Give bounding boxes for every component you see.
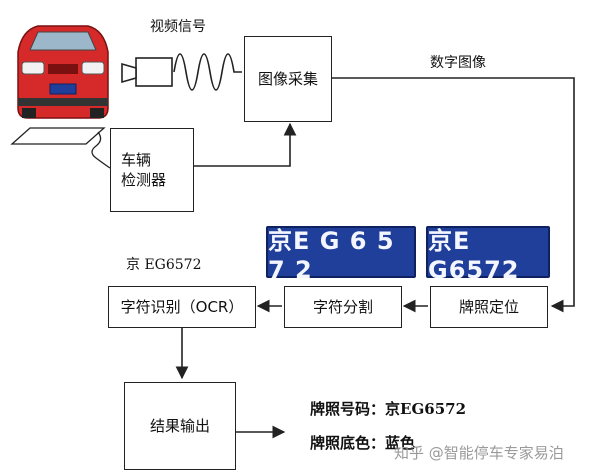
video-signal-label: 视频信号 [150,19,206,35]
segmented-plate-image: 京E G 6 5 7 2 [266,226,416,284]
detector-to-capture-arrow [194,122,297,167]
digital-image-label: 数字图像 [430,55,486,71]
plate-locate-box: 牌照定位 [430,286,548,328]
ground-sensor-pad [10,127,106,145]
char-segment-box: 字符分割 [284,286,402,328]
image-capture-box: 图像采集 [244,36,332,122]
result-output-box: 结果输出 [124,382,236,470]
sensor-wire [91,131,111,169]
plate-sample-label: 京 EG6572 [126,257,202,273]
car-icon [17,25,109,119]
camera-icon [121,57,173,87]
video-signal-wave [173,53,242,91]
zhihu-watermark: 知乎 @智能停车专家易泊 [394,444,564,462]
located-plate-image: 京E G6572 [426,226,550,284]
plate-number-result: 牌照号码：京EG6572 [310,400,467,418]
vehicle-detector-box: 车辆 检测器 [110,128,194,212]
plate-color-result: 牌照底色：蓝色 [310,434,416,452]
char-recognize-box: 字符识别（OCR） [108,286,256,328]
capture-to-locate-arrow [332,77,575,313]
